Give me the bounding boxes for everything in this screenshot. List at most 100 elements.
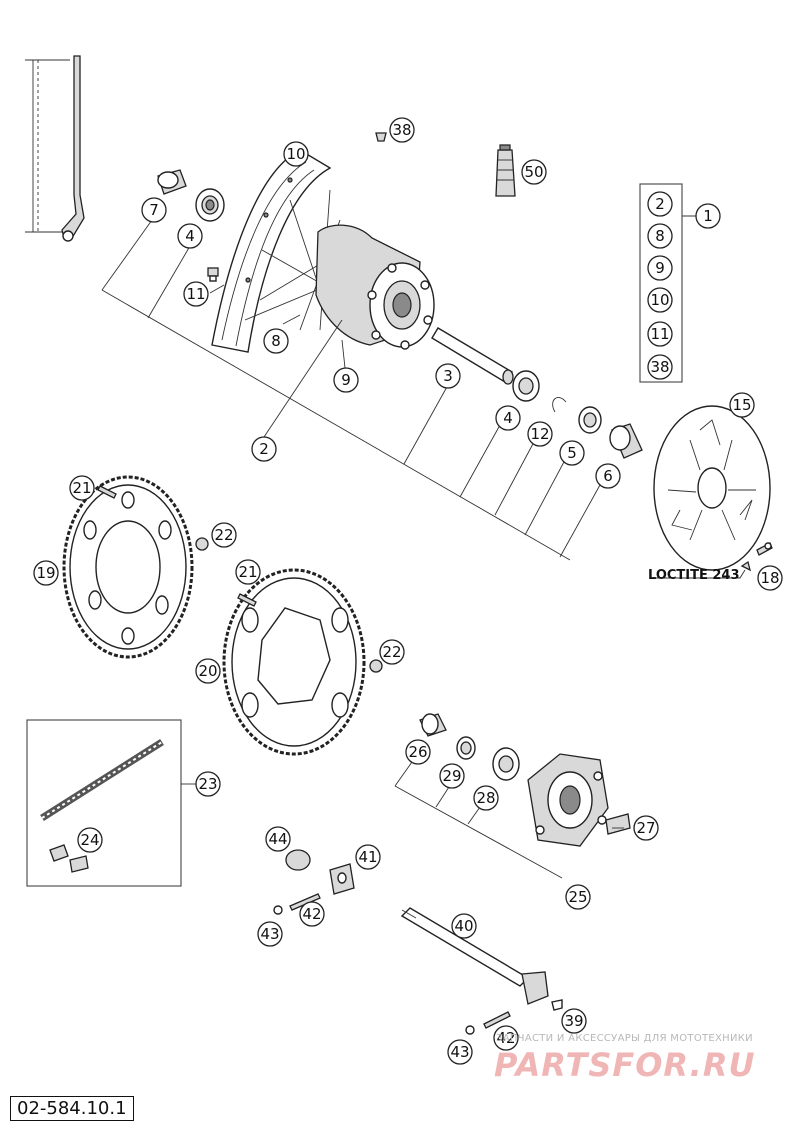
item-50-illustration — [495, 144, 516, 197]
callout-50: 50 — [521, 159, 547, 185]
svg-text:1: 1 — [703, 207, 713, 225]
svg-text:18: 18 — [760, 569, 779, 587]
svg-text:21: 21 — [72, 479, 91, 497]
callout-42-upper: 42 — [299, 901, 325, 927]
callout-42-lower: 42 — [493, 1025, 519, 1051]
svg-text:25: 25 — [568, 888, 587, 906]
callout-4-lower: 4 — [495, 405, 521, 431]
svg-text:9: 9 — [655, 259, 665, 277]
svg-text:41: 41 — [358, 848, 377, 866]
callout-23: 23 — [195, 771, 221, 797]
svg-text:12: 12 — [530, 425, 549, 443]
callout-5: 5 — [559, 440, 585, 466]
svg-text:10: 10 — [650, 291, 669, 309]
callout-8: 8 — [263, 328, 289, 354]
brake-disc-illustration — [653, 405, 771, 571]
callout-43-lower: 43 — [447, 1039, 473, 1065]
watermark-tagline: ЗАПЧАСТИ И АКСЕССУАРЫ ДЛЯ МОТОТЕХНИКИ — [496, 1033, 753, 1044]
callout-38: 38 — [389, 117, 415, 143]
bolt-42a-illustration — [273, 893, 321, 915]
callout-29: 29 — [439, 763, 465, 789]
svg-text:43: 43 — [260, 925, 279, 943]
nut-22b-illustration — [369, 659, 383, 673]
callout-40: 40 — [451, 913, 477, 939]
kit-item-8: 8 — [647, 223, 673, 249]
spacer-7-illustration — [157, 169, 187, 195]
callout-39: 39 — [561, 1008, 587, 1034]
svg-text:7: 7 — [149, 201, 159, 219]
svg-text:40: 40 — [454, 917, 473, 935]
svg-text:11: 11 — [186, 285, 205, 303]
callout-22-upper: 22 — [211, 522, 237, 548]
item-38-illustration — [375, 132, 387, 142]
svg-text:27: 27 — [636, 819, 655, 837]
svg-text:22: 22 — [382, 643, 401, 661]
svg-text:4: 4 — [503, 409, 513, 427]
kit-box-outline — [639, 183, 700, 383]
callout-12: 12 — [527, 421, 553, 447]
bearing-4a-illustration — [195, 188, 225, 222]
callout-44: 44 — [265, 826, 291, 852]
svg-text:39: 39 — [564, 1012, 583, 1030]
spacer-3-illustration — [431, 327, 514, 385]
seal-29-illustration — [456, 736, 476, 760]
callout-28: 28 — [473, 785, 499, 811]
svg-text:8: 8 — [655, 227, 665, 245]
callout-22-lower: 22 — [379, 639, 405, 665]
nut-22a-illustration — [195, 537, 209, 551]
bolt-21b-illustration — [237, 593, 257, 607]
spoke-illustration — [25, 55, 85, 242]
svg-text:23: 23 — [198, 775, 217, 793]
callout-15: 15 — [729, 392, 755, 418]
svg-text:19: 19 — [36, 564, 55, 582]
callout-24: 24 — [77, 827, 103, 853]
callout-1: 1 — [695, 203, 721, 229]
callout-20: 20 — [195, 658, 221, 684]
callout-7: 7 — [141, 197, 167, 223]
svg-text:10: 10 — [286, 145, 305, 163]
plate-41-illustration — [329, 863, 355, 895]
svg-text:24: 24 — [80, 831, 99, 849]
svg-text:8: 8 — [271, 332, 281, 350]
svg-text:50: 50 — [524, 163, 543, 181]
kit-item-10: 10 — [647, 287, 673, 313]
svg-text:26: 26 — [408, 743, 427, 761]
collar-44-illustration — [285, 849, 311, 871]
carrier-25-illustration — [527, 753, 609, 847]
svg-text:42: 42 — [496, 1029, 515, 1047]
svg-text:38: 38 — [650, 358, 669, 376]
watermark-logo: PARTSFOR.RU — [494, 1046, 756, 1084]
kit-item-2: 2 — [647, 191, 673, 217]
kit-item-38: 38 — [647, 354, 673, 380]
svg-text:29: 29 — [442, 767, 461, 785]
callout-43-upper: 43 — [257, 921, 283, 947]
callout-26: 26 — [405, 739, 431, 765]
callout-21-lower: 21 — [235, 559, 261, 585]
sprocket-19-illustration — [62, 475, 194, 659]
nipple-11-illustration — [207, 267, 219, 282]
item-39-illustration — [551, 999, 563, 1011]
svg-text:15: 15 — [732, 396, 751, 414]
chain-box-outline — [26, 719, 196, 887]
svg-text:2: 2 — [655, 195, 665, 213]
callout-10: 10 — [283, 141, 309, 167]
svg-text:20: 20 — [198, 662, 217, 680]
callout-9: 9 — [333, 367, 359, 393]
svg-text:9: 9 — [341, 371, 351, 389]
svg-text:42: 42 — [302, 905, 321, 923]
svg-text:38: 38 — [392, 121, 411, 139]
axle-40-illustration — [400, 907, 549, 1005]
assembly-leader-lines — [101, 219, 746, 579]
sprocket-20-illustration — [222, 568, 366, 756]
circlip-12-illustration — [552, 397, 567, 413]
callout-4-upper: 4 — [177, 223, 203, 249]
callout-21-upper: 21 — [69, 475, 95, 501]
svg-text:43: 43 — [450, 1043, 469, 1061]
bolt-42b-illustration — [465, 1011, 511, 1035]
rim-illustration — [211, 149, 332, 353]
spacer-6-illustration — [609, 423, 643, 459]
kit-item-11: 11 — [647, 321, 673, 347]
seal-5-illustration — [578, 406, 602, 434]
svg-text:21: 21 — [238, 563, 257, 581]
svg-text:4: 4 — [185, 227, 195, 245]
